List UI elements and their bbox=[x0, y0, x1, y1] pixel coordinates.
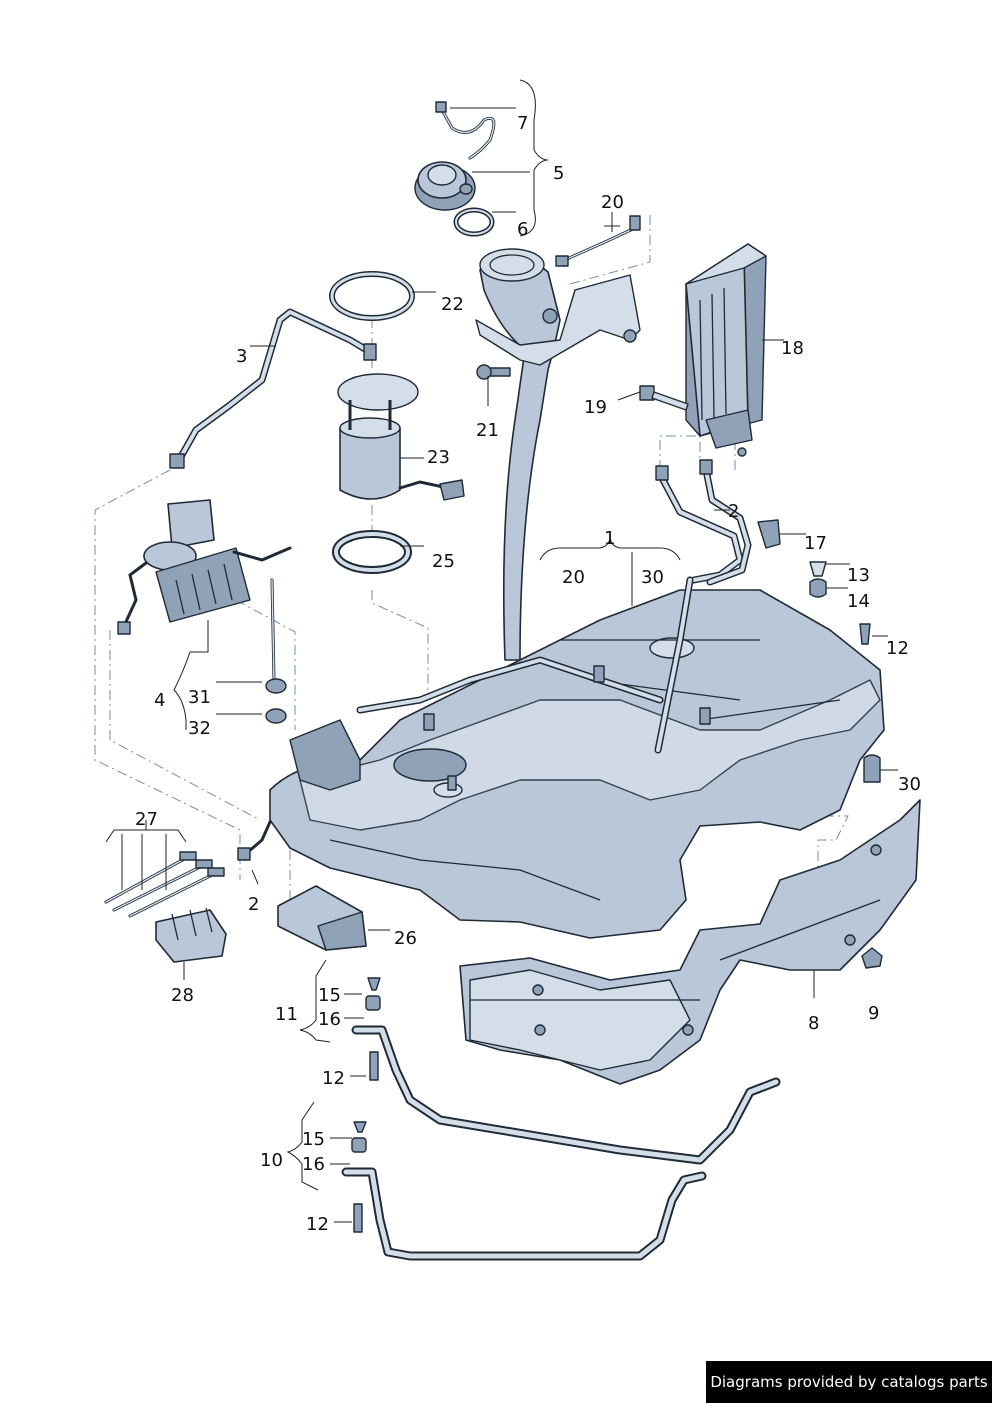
filler-neck bbox=[475, 248, 641, 661]
label-5: 5 bbox=[553, 163, 564, 184]
carbon-canister bbox=[685, 243, 767, 457]
tank-cap-assembly bbox=[414, 101, 496, 237]
label-20-top: 20 bbox=[601, 192, 624, 213]
sensor-lead bbox=[555, 215, 641, 267]
clips-31-32 bbox=[265, 678, 287, 724]
nut-9 bbox=[861, 947, 883, 969]
label-9: 9 bbox=[868, 1003, 879, 1024]
label-12-strap11: 12 bbox=[322, 1068, 345, 1089]
label-11: 11 bbox=[275, 1004, 298, 1025]
fuel-line-3 bbox=[169, 308, 377, 469]
label-16-strap11: 16 bbox=[318, 1009, 341, 1030]
label-27: 27 bbox=[135, 809, 158, 830]
label-25: 25 bbox=[432, 551, 455, 572]
seal-ring-25 bbox=[332, 530, 412, 574]
label-1: 1 bbox=[604, 528, 615, 549]
locking-ring-22 bbox=[329, 271, 415, 321]
label-31: 31 bbox=[188, 687, 211, 708]
label-7: 7 bbox=[517, 113, 528, 134]
label-4: 4 bbox=[154, 690, 165, 711]
tank-strap-11 bbox=[351, 977, 781, 1165]
label-3: 3 bbox=[236, 346, 247, 367]
fuel-delivery-unit bbox=[337, 373, 465, 501]
tank-side-bracket bbox=[237, 719, 361, 861]
label-22: 22 bbox=[441, 294, 464, 315]
label-17: 17 bbox=[804, 533, 827, 554]
label-14: 14 bbox=[847, 591, 870, 612]
label-2-left: 2 bbox=[248, 894, 259, 915]
tank-strap-10 bbox=[341, 1121, 707, 1261]
label-2-right: 2 bbox=[728, 501, 739, 522]
fuel-tank bbox=[269, 576, 885, 939]
label-21: 21 bbox=[476, 420, 499, 441]
label-23: 23 bbox=[427, 447, 450, 468]
catalog-credit-banner: Diagrams provided by catalogs parts bbox=[706, 1361, 992, 1403]
label-12-right: 12 bbox=[886, 638, 909, 659]
pump-control-unit bbox=[117, 499, 292, 682]
label-13: 13 bbox=[847, 565, 870, 586]
holder-28 bbox=[155, 907, 227, 963]
catalog-credit-text: Diagrams provided by catalogs parts bbox=[710, 1373, 988, 1391]
wiring-27 bbox=[104, 851, 225, 918]
label-15-strap10: 15 bbox=[302, 1129, 325, 1150]
label-10: 10 bbox=[260, 1150, 283, 1171]
label-6: 6 bbox=[517, 219, 528, 240]
leader-lines bbox=[105, 79, 898, 1223]
small-fasteners-right bbox=[757, 519, 881, 783]
connector-26 bbox=[277, 885, 367, 951]
label-8: 8 bbox=[808, 1013, 819, 1034]
bolt-19 bbox=[639, 385, 689, 411]
label-19: 19 bbox=[584, 397, 607, 418]
heat-shield-8 bbox=[459, 799, 921, 1085]
label-32: 32 bbox=[188, 718, 211, 739]
label-12-strap10: 12 bbox=[306, 1214, 329, 1235]
label-30-right: 30 bbox=[898, 774, 921, 795]
label-28: 28 bbox=[171, 985, 194, 1006]
part-labels: 1 2 2 3 4 5 6 7 8 9 10 11 12 12 12 12 13… bbox=[135, 113, 921, 1235]
label-16-strap10: 16 bbox=[302, 1154, 325, 1175]
label-20-tank: 20 bbox=[562, 567, 585, 588]
label-26: 26 bbox=[394, 928, 417, 949]
label-18: 18 bbox=[781, 338, 804, 359]
label-15-strap11: 15 bbox=[318, 985, 341, 1006]
breather-line-right bbox=[655, 459, 752, 586]
label-30-tank: 30 bbox=[641, 567, 664, 588]
